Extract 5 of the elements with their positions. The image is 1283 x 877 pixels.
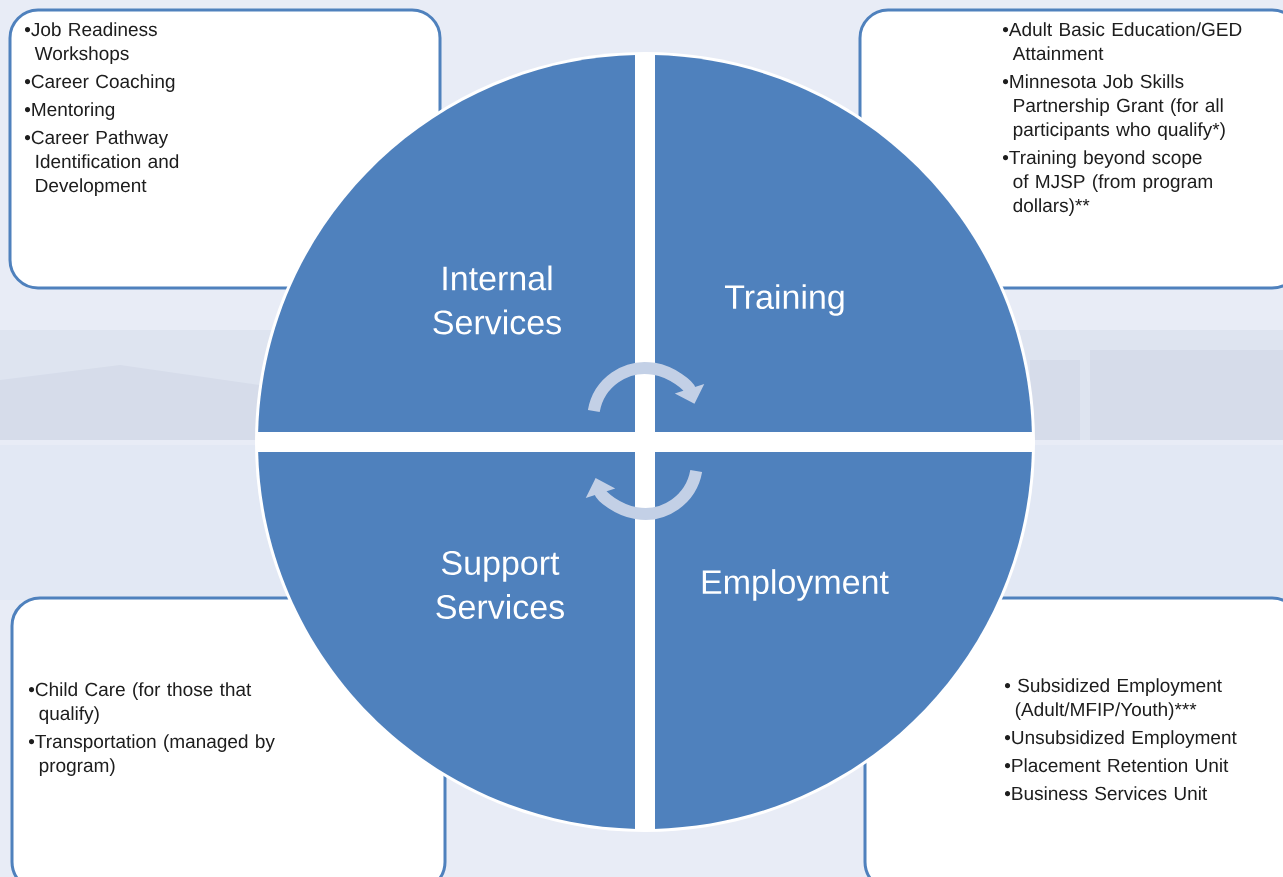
list-item: •Child Care (for those that qualify) (28, 682, 252, 724)
list-item: •Mentoring (24, 102, 115, 120)
list-item: •Job Readiness Workshops (24, 22, 157, 64)
list-item: •Career Coaching (24, 74, 175, 92)
list-item: •Career Pathway Identification and Development (24, 130, 179, 196)
